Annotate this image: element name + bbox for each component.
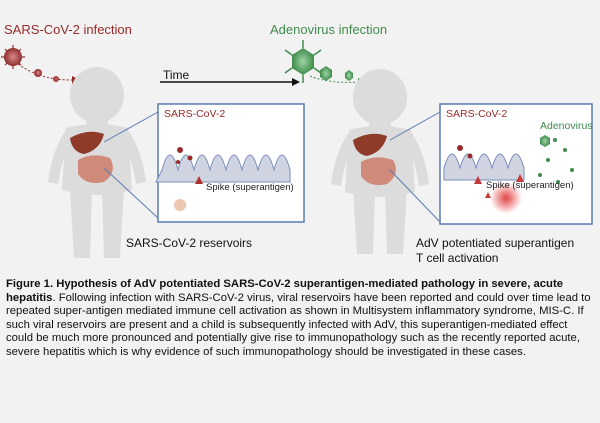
- immune-cell-left: [174, 199, 186, 211]
- sars-virus-small-icon: [34, 69, 59, 82]
- adv-potentiated-label-line2: T cell activation: [416, 251, 499, 265]
- sars-virus-icon: [1, 45, 25, 69]
- infection-path-left: [17, 63, 73, 81]
- intestine-icon-right: [361, 157, 396, 185]
- inset-sars-label-left: SARS-CoV-2: [164, 108, 226, 120]
- adv-potentiated-label-line1: AdV potentiated superantigen: [416, 236, 575, 250]
- sars-infection-title: SARS-CoV-2 infection: [4, 22, 132, 37]
- inflammation-icon: [490, 182, 522, 214]
- caption-bold: Figure 1. Hypothesis of AdV potentiated …: [6, 278, 563, 304]
- liver-icon: [70, 131, 104, 154]
- villi-right: [443, 153, 525, 181]
- liver-icon-right: [353, 133, 387, 156]
- zoom-line-left-b: [103, 167, 159, 219]
- inset-sars-label-right: SARS-CoV-2: [446, 108, 508, 120]
- caption-body: . Following infection with SARS-CoV-2 vi…: [6, 291, 591, 358]
- time-label: Time: [163, 68, 190, 82]
- zoom-line-left-a: [103, 111, 159, 143]
- spike-antigens-right: [474, 174, 524, 198]
- adenovirus-small-icon: [320, 66, 353, 81]
- adenovirus-icon: [284, 40, 322, 83]
- villi-left: [155, 154, 291, 183]
- infection-path-right: [309, 75, 361, 83]
- zoom-line-right-b: [389, 169, 441, 223]
- adenovirus-inset-icon: [540, 135, 550, 147]
- inset-adenovirus-label: Adenovirus: [540, 120, 593, 132]
- zoom-line-right-a: [389, 111, 441, 141]
- time-arrowhead: [292, 78, 300, 86]
- adenovirus-particles-right: [538, 138, 574, 184]
- adenovirus-infection-title: Adenovirus infection: [270, 22, 388, 37]
- sars-particles-right: [457, 145, 473, 159]
- spike-antigen-left: [195, 176, 203, 184]
- spike-label-right: Spike (superantigen): [486, 180, 574, 191]
- figure-caption: Figure 1. Hypothesis of AdV potentiated …: [6, 278, 596, 360]
- intestine-icon: [78, 155, 113, 183]
- sars-particles-left: [176, 147, 193, 164]
- sars-reservoirs-label: SARS-CoV-2 reservoirs: [126, 236, 253, 250]
- spike-label-left: Spike (superantigen): [206, 182, 294, 193]
